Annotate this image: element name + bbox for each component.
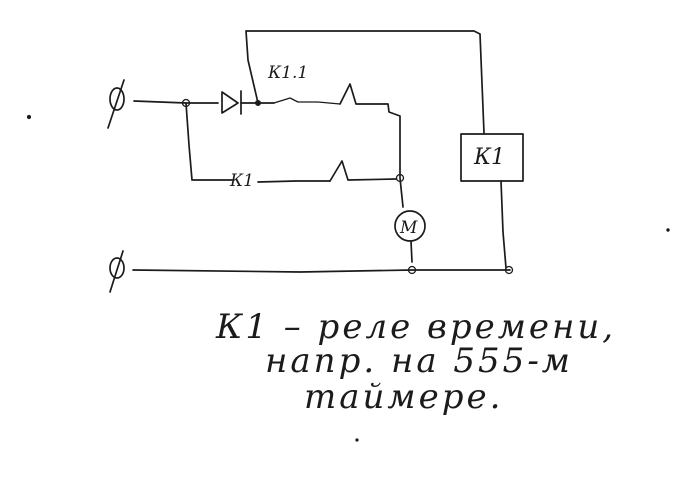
relay-coil-box [460, 133, 524, 182]
motor-label: М [399, 218, 418, 238]
phase-symbol-bottom [109, 250, 125, 293]
contact-k11-label: К1.1 [267, 63, 308, 83]
note-line-2: напр. на 555-м [265, 341, 573, 381]
diode-symbol [221, 90, 257, 115]
upper-branch-return-wire [339, 83, 401, 178]
junction-node [504, 265, 514, 275]
relay-coil-label: К1 [473, 145, 505, 170]
top-supply-wire [133, 100, 219, 104]
lower-branch-wire [257, 180, 331, 183]
lower-branch-wire [185, 102, 233, 181]
contact-k1-label: К1 [229, 171, 254, 191]
note-line-1: К1 – реле времени, [215, 307, 616, 347]
motor-return-wire [410, 240, 413, 263]
paper-speck [355, 438, 359, 442]
coil-return-wire [500, 180, 507, 269]
phase-symbol-top [107, 79, 125, 129]
junction-node [407, 265, 417, 275]
paper-speck [666, 228, 670, 232]
contact-k1-symbol [329, 160, 397, 182]
motor-feed-wire [399, 177, 404, 208]
paper-speck [26, 114, 32, 120]
note-line-3: таймере. [304, 377, 503, 417]
coil-feed-wire [245, 30, 485, 134]
bottom-supply-wire [132, 269, 511, 273]
contact-k11-symbol [273, 97, 341, 105]
motor-symbol [394, 210, 426, 242]
